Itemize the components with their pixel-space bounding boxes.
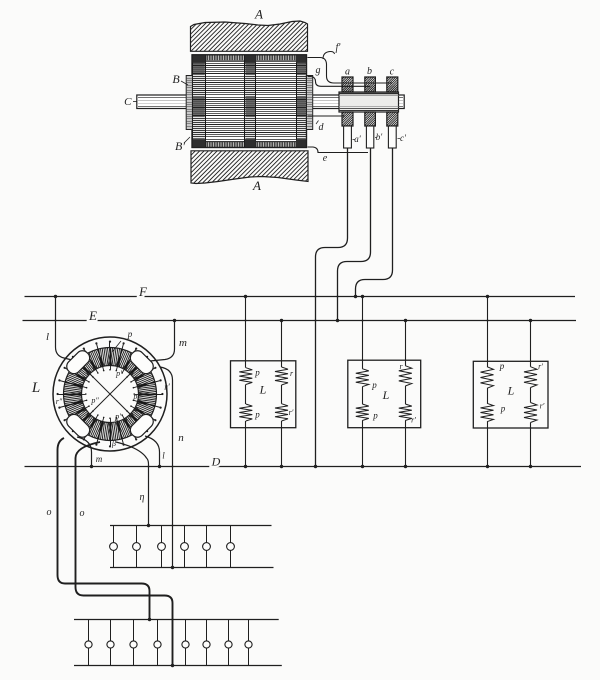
svg-text:p′: p′: [115, 369, 122, 378]
svg-text:a: a: [345, 67, 350, 78]
svg-text:c: c: [390, 67, 395, 78]
svg-text:p: p: [500, 404, 506, 414]
svg-text:p″: p″: [90, 396, 99, 405]
svg-text:b: b: [367, 66, 372, 77]
svg-text:L: L: [31, 380, 40, 396]
svg-text:f′: f′: [336, 43, 342, 54]
svg-text:p: p: [254, 410, 260, 420]
svg-text:b′: b′: [376, 132, 384, 142]
svg-text:d: d: [319, 122, 325, 133]
svg-text:η: η: [140, 492, 145, 503]
svg-text:L: L: [507, 384, 515, 398]
svg-text:g: g: [316, 65, 321, 76]
svg-text:r′: r′: [289, 408, 294, 417]
svg-text:l: l: [46, 331, 49, 343]
svg-text:C: C: [124, 96, 132, 108]
svg-text:n: n: [178, 432, 184, 444]
svg-text:B′: B′: [175, 139, 185, 153]
svg-text:o: o: [80, 508, 85, 519]
svg-text:c′: c′: [400, 133, 407, 143]
svg-text:β: β: [111, 439, 116, 448]
svg-text:r: r: [290, 369, 294, 378]
svg-text:e: e: [323, 153, 328, 164]
svg-text:r′: r′: [538, 362, 543, 371]
svg-text:l: l: [162, 451, 165, 461]
svg-text:r′: r′: [411, 416, 416, 425]
svg-text:p: p: [499, 361, 505, 371]
svg-text:p″: p″: [132, 392, 141, 401]
svg-text:p: p: [127, 329, 133, 339]
svg-text:E: E: [88, 308, 97, 323]
svg-text:p: p: [254, 368, 260, 378]
svg-text:m: m: [96, 454, 103, 464]
svg-text:p: p: [372, 411, 378, 421]
svg-text:L: L: [382, 388, 390, 402]
svg-text:A: A: [254, 7, 263, 22]
svg-text:F: F: [138, 284, 148, 299]
svg-text:r: r: [399, 362, 403, 371]
svg-text:m: m: [179, 337, 187, 349]
svg-text:r′: r′: [540, 402, 545, 411]
svg-text:o: o: [47, 507, 52, 518]
svg-text:r″: r″: [56, 397, 63, 406]
svg-text:p′: p′: [114, 412, 121, 421]
svg-text:p: p: [371, 380, 377, 390]
svg-text:L: L: [259, 383, 267, 397]
svg-text:r′: r′: [164, 382, 171, 392]
svg-text:a′: a′: [354, 134, 362, 144]
svg-text:B: B: [172, 72, 180, 86]
svg-text:D: D: [211, 455, 221, 469]
svg-text:A: A: [252, 178, 261, 193]
